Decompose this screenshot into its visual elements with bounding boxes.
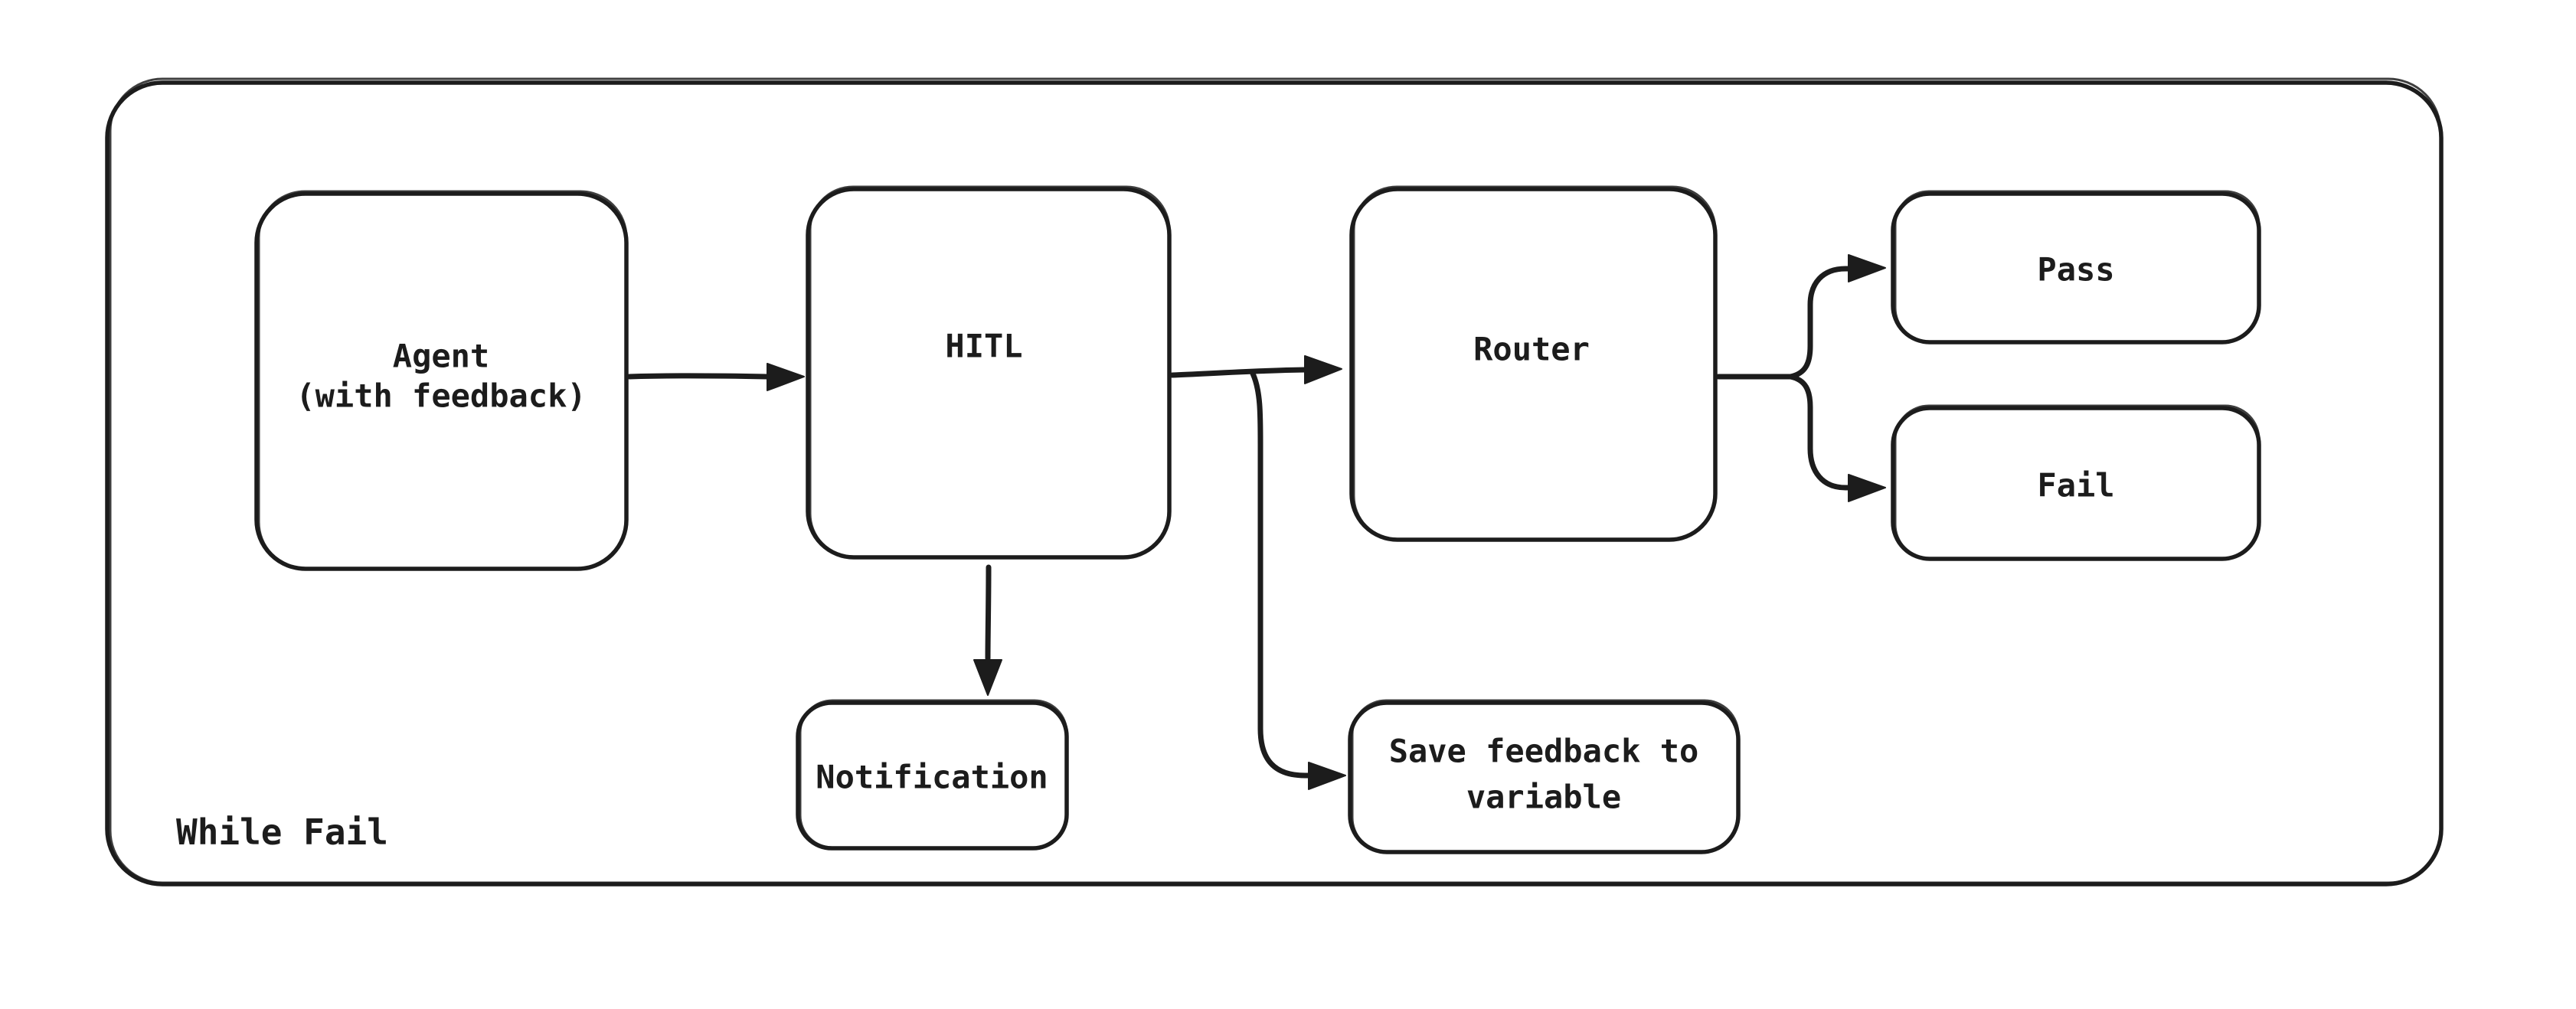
- node-pass-sketch-line: [1894, 190, 2261, 343]
- node-router-sketch-line: [1352, 185, 1717, 540]
- edge-branch-save-feedback-line: [1250, 371, 1313, 779]
- edge-agent-hitl: [626, 363, 805, 391]
- loop-container-sketch-line: [109, 77, 2442, 884]
- node-fail: Fail: [1891, 404, 2261, 561]
- node-notification-sketch-line: [799, 699, 1068, 849]
- node-save-feedback-sketch-line: [1351, 699, 1740, 853]
- edge-router-fail-arrowhead-icon: [1848, 474, 1886, 502]
- node-router-label: Router: [1473, 331, 1590, 368]
- node-hitl: HITL: [806, 185, 1172, 560]
- node-router: Router: [1349, 185, 1718, 542]
- edge-router-pass-arrowhead-icon: [1848, 254, 1886, 282]
- edge-hitl-notification-line: [985, 564, 992, 661]
- edge-hitl-router-line: [1169, 367, 1308, 378]
- node-agent: Agent (with feedback): [254, 190, 629, 571]
- edge-hitl-notification-arrowhead-icon: [973, 659, 1002, 696]
- node-hitl-shape: [806, 187, 1172, 560]
- node-save-feedback-label-line2: variable: [1466, 779, 1621, 816]
- node-notification: Notification: [796, 699, 1069, 851]
- loop-container: While Fail: [105, 77, 2444, 887]
- edge-hitl-router-arrowhead-icon: [1304, 355, 1342, 384]
- node-save-feedback: Save feedback to variable: [1348, 699, 1741, 854]
- edge-hitl-router: [1169, 355, 1342, 384]
- loop-label: While Fail: [176, 811, 388, 853]
- node-agent-label-line1: Agent: [393, 338, 489, 375]
- edge-branch-save-feedback-arrowhead-icon: [1308, 762, 1346, 790]
- node-save-feedback-shape: [1348, 700, 1741, 854]
- node-fail-sketch-line: [1894, 404, 2261, 560]
- node-pass-label: Pass: [2037, 251, 2114, 289]
- edge-router-fail-line: [1787, 374, 1852, 491]
- node-fail-label: Fail: [2037, 467, 2114, 504]
- node-hitl-label: HITL: [945, 328, 1022, 365]
- node-hitl-sketch-line: [809, 185, 1171, 558]
- edge-router-pass-line: [1787, 266, 1852, 380]
- edge-router-split: [1715, 254, 1886, 502]
- edge-agent-hitl-line: [626, 373, 770, 380]
- node-pass: Pass: [1891, 190, 2261, 344]
- edge-agent-hitl-arrowhead-icon: [767, 363, 805, 391]
- node-notification-label: Notification: [816, 759, 1048, 796]
- node-agent-label-line2: (with feedback): [296, 377, 586, 415]
- edge-hitl-notification: [973, 564, 1002, 696]
- edge-branch-save-feedback: [1250, 371, 1346, 790]
- node-agent-sketch-line: [257, 190, 628, 570]
- node-save-feedback-label-line1: Save feedback to: [1389, 733, 1699, 770]
